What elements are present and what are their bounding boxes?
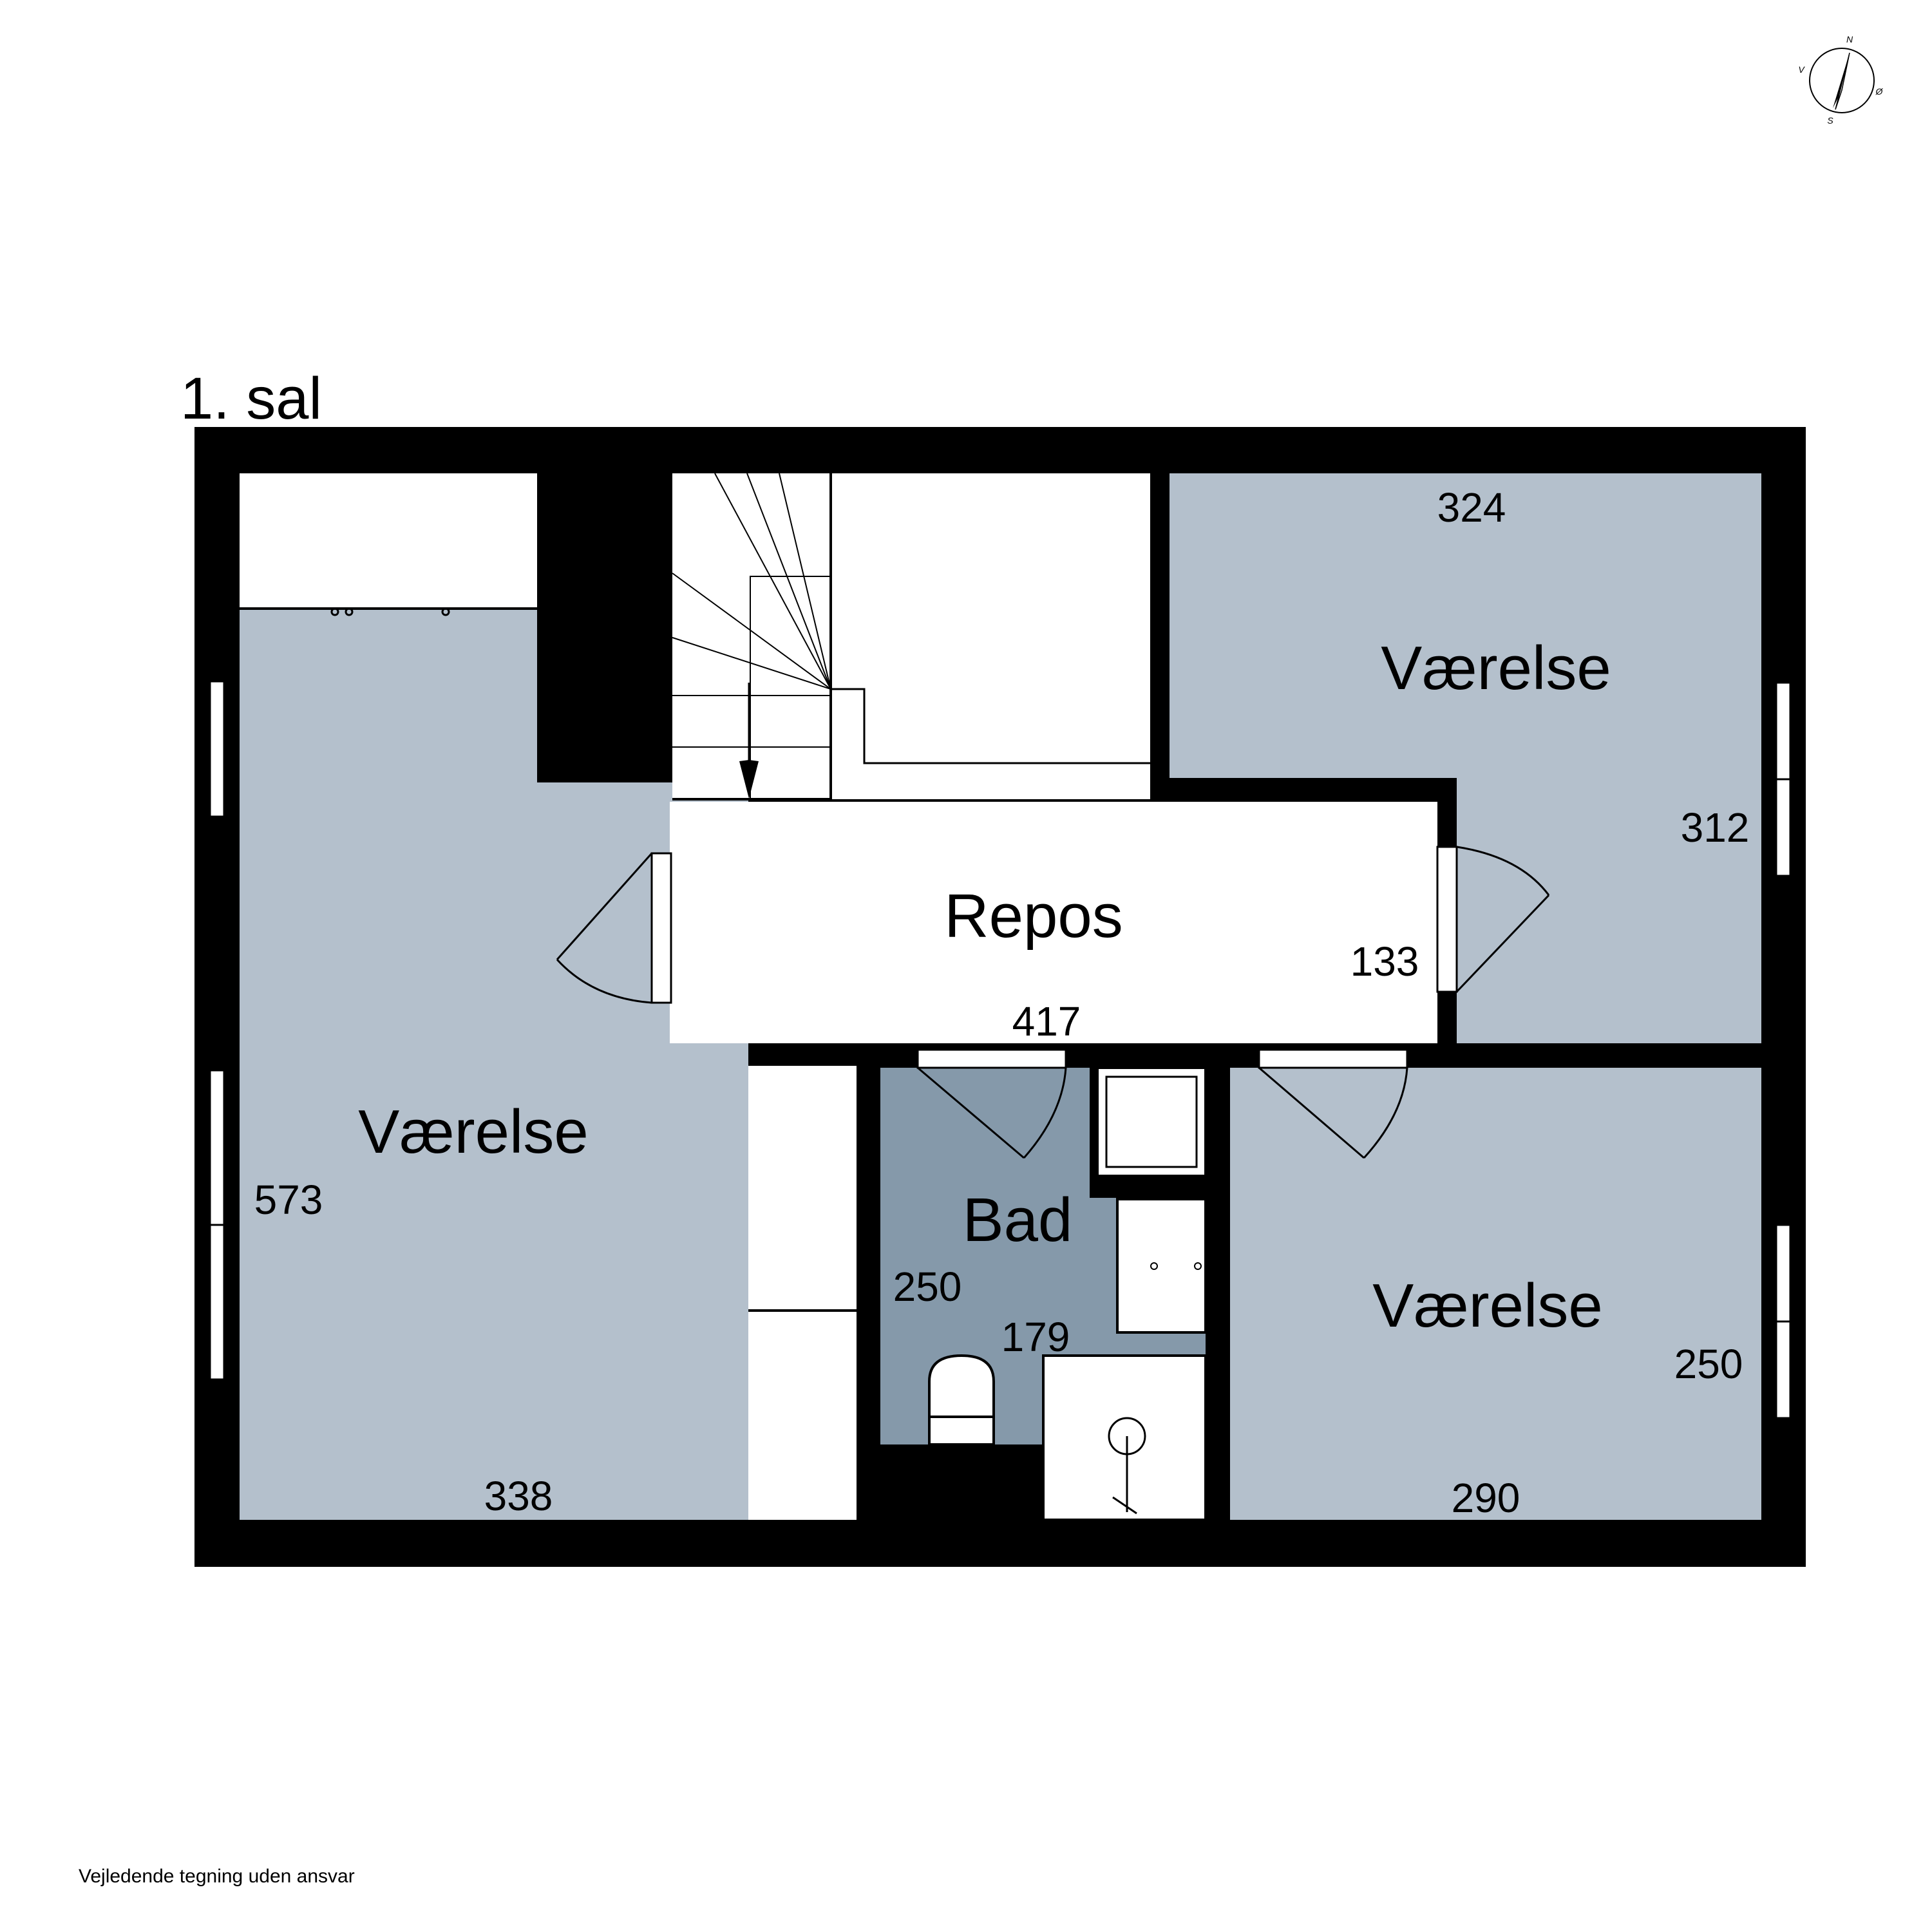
dim-repos-width: 417 — [1012, 998, 1081, 1045]
compass-icon: N S Ø V — [1798, 34, 1883, 126]
window-right-lower — [1775, 1224, 1792, 1419]
floor-title: 1. sal — [180, 366, 322, 431]
room-name-vaerelse-left: Værelse — [358, 1097, 588, 1166]
wall-block-left — [537, 473, 672, 782]
door-left-room[interactable] — [556, 852, 672, 1004]
dim-repos-height: 133 — [1350, 938, 1419, 985]
compass-south: S — [1827, 115, 1833, 126]
dim-bad-width: 179 — [1001, 1314, 1070, 1360]
room-repos — [670, 802, 1437, 1043]
window-right-upper — [1775, 681, 1792, 877]
compass-east: Ø — [1875, 86, 1884, 97]
door-bad[interactable] — [916, 1048, 1067, 1159]
stair-area — [672, 473, 1150, 799]
room-name-repos: Repos — [944, 882, 1123, 951]
disclaimer-text: Vejledende tegning uden ansvar — [79, 1866, 355, 1887]
room-vaerelse-top-right — [1170, 473, 1761, 1043]
dim-vaerelse-left-width: 338 — [484, 1473, 553, 1519]
dim-bad-height: 250 — [893, 1264, 962, 1310]
room-vaerelse-bottom-right — [1230, 1068, 1761, 1520]
dim-vaerelse-top-right-width: 324 — [1437, 484, 1506, 531]
compass-west: V — [1798, 64, 1805, 75]
door-top-right-room[interactable] — [1436, 846, 1550, 993]
stair-handrail — [831, 688, 1150, 764]
room-name-bad: Bad — [963, 1186, 1073, 1255]
sink-cabinet — [1116, 1198, 1207, 1334]
dim-vaerelse-top-right-height: 312 — [1681, 804, 1750, 851]
window-left-lower — [209, 1069, 225, 1381]
stair-direction-arrow — [739, 760, 759, 799]
shower-head — [1108, 1417, 1146, 1515]
stair-steps — [672, 473, 831, 799]
toilet — [928, 1354, 995, 1446]
room-name-vaerelse-bottom-right: Værelse — [1372, 1271, 1602, 1340]
compass-north: N — [1846, 34, 1853, 44]
closet-top-left — [240, 473, 537, 609]
dim-vaerelse-bottom-right-height: 250 — [1674, 1341, 1743, 1387]
room-name-vaerelse-top-right: Værelse — [1381, 634, 1611, 703]
door-bottom-right-room[interactable] — [1258, 1048, 1408, 1159]
washing-machine — [1096, 1066, 1207, 1177]
dim-vaerelse-left-height: 573 — [254, 1177, 323, 1223]
wardrobe-left-room — [748, 1066, 857, 1520]
window-left-upper — [209, 680, 225, 818]
dim-vaerelse-bottom-right-width: 290 — [1452, 1475, 1520, 1521]
shower-floor — [1042, 1354, 1207, 1521]
